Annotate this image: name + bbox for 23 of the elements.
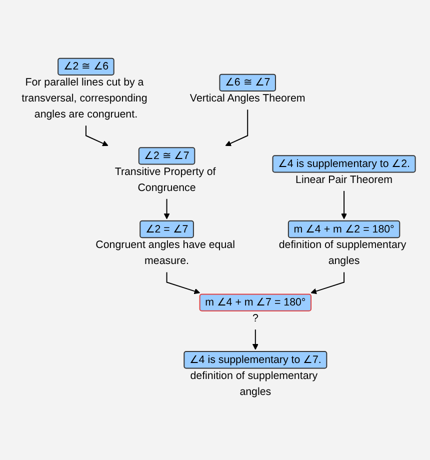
node-label: Transitive Property of Congruence [114, 166, 216, 194]
node-label: ? [252, 313, 258, 325]
node-box: ∠4 is supplementary to ∠2. [272, 156, 416, 174]
arrow [166, 272, 200, 294]
node-label: definition of supplementary angles [278, 240, 406, 268]
node-label: Linear Pair Theorem [296, 174, 393, 186]
node-box: ∠4 is supplementary to ∠7. [184, 351, 328, 370]
arrow [310, 272, 345, 294]
node-box: m ∠4 + m ∠7 = 180° [199, 294, 312, 312]
node-label: For parallel lines cut by a transversal, corresponding angles are congruent. [22, 77, 148, 121]
node-label: definition of supplementary angles [190, 370, 318, 398]
node-label: Vertical Angles Theorem [190, 93, 306, 105]
arrow [85, 126, 108, 147]
node-box: ∠6 ≅ ∠7 [219, 74, 276, 92]
arrow [225, 110, 248, 147]
node-label: Congruent angles have equal measure. [96, 240, 235, 268]
arrow [164, 198, 170, 220]
node-box: ∠2 ≅ ∠6 [58, 58, 114, 76]
arrow [252, 329, 258, 350]
arrow [341, 190, 347, 220]
node-box: ∠2 = ∠7 [140, 220, 194, 238]
node-box: ∠2 ≅ ∠7 [138, 148, 196, 166]
node-box: m ∠4 + m ∠2 = 180° [288, 220, 400, 238]
